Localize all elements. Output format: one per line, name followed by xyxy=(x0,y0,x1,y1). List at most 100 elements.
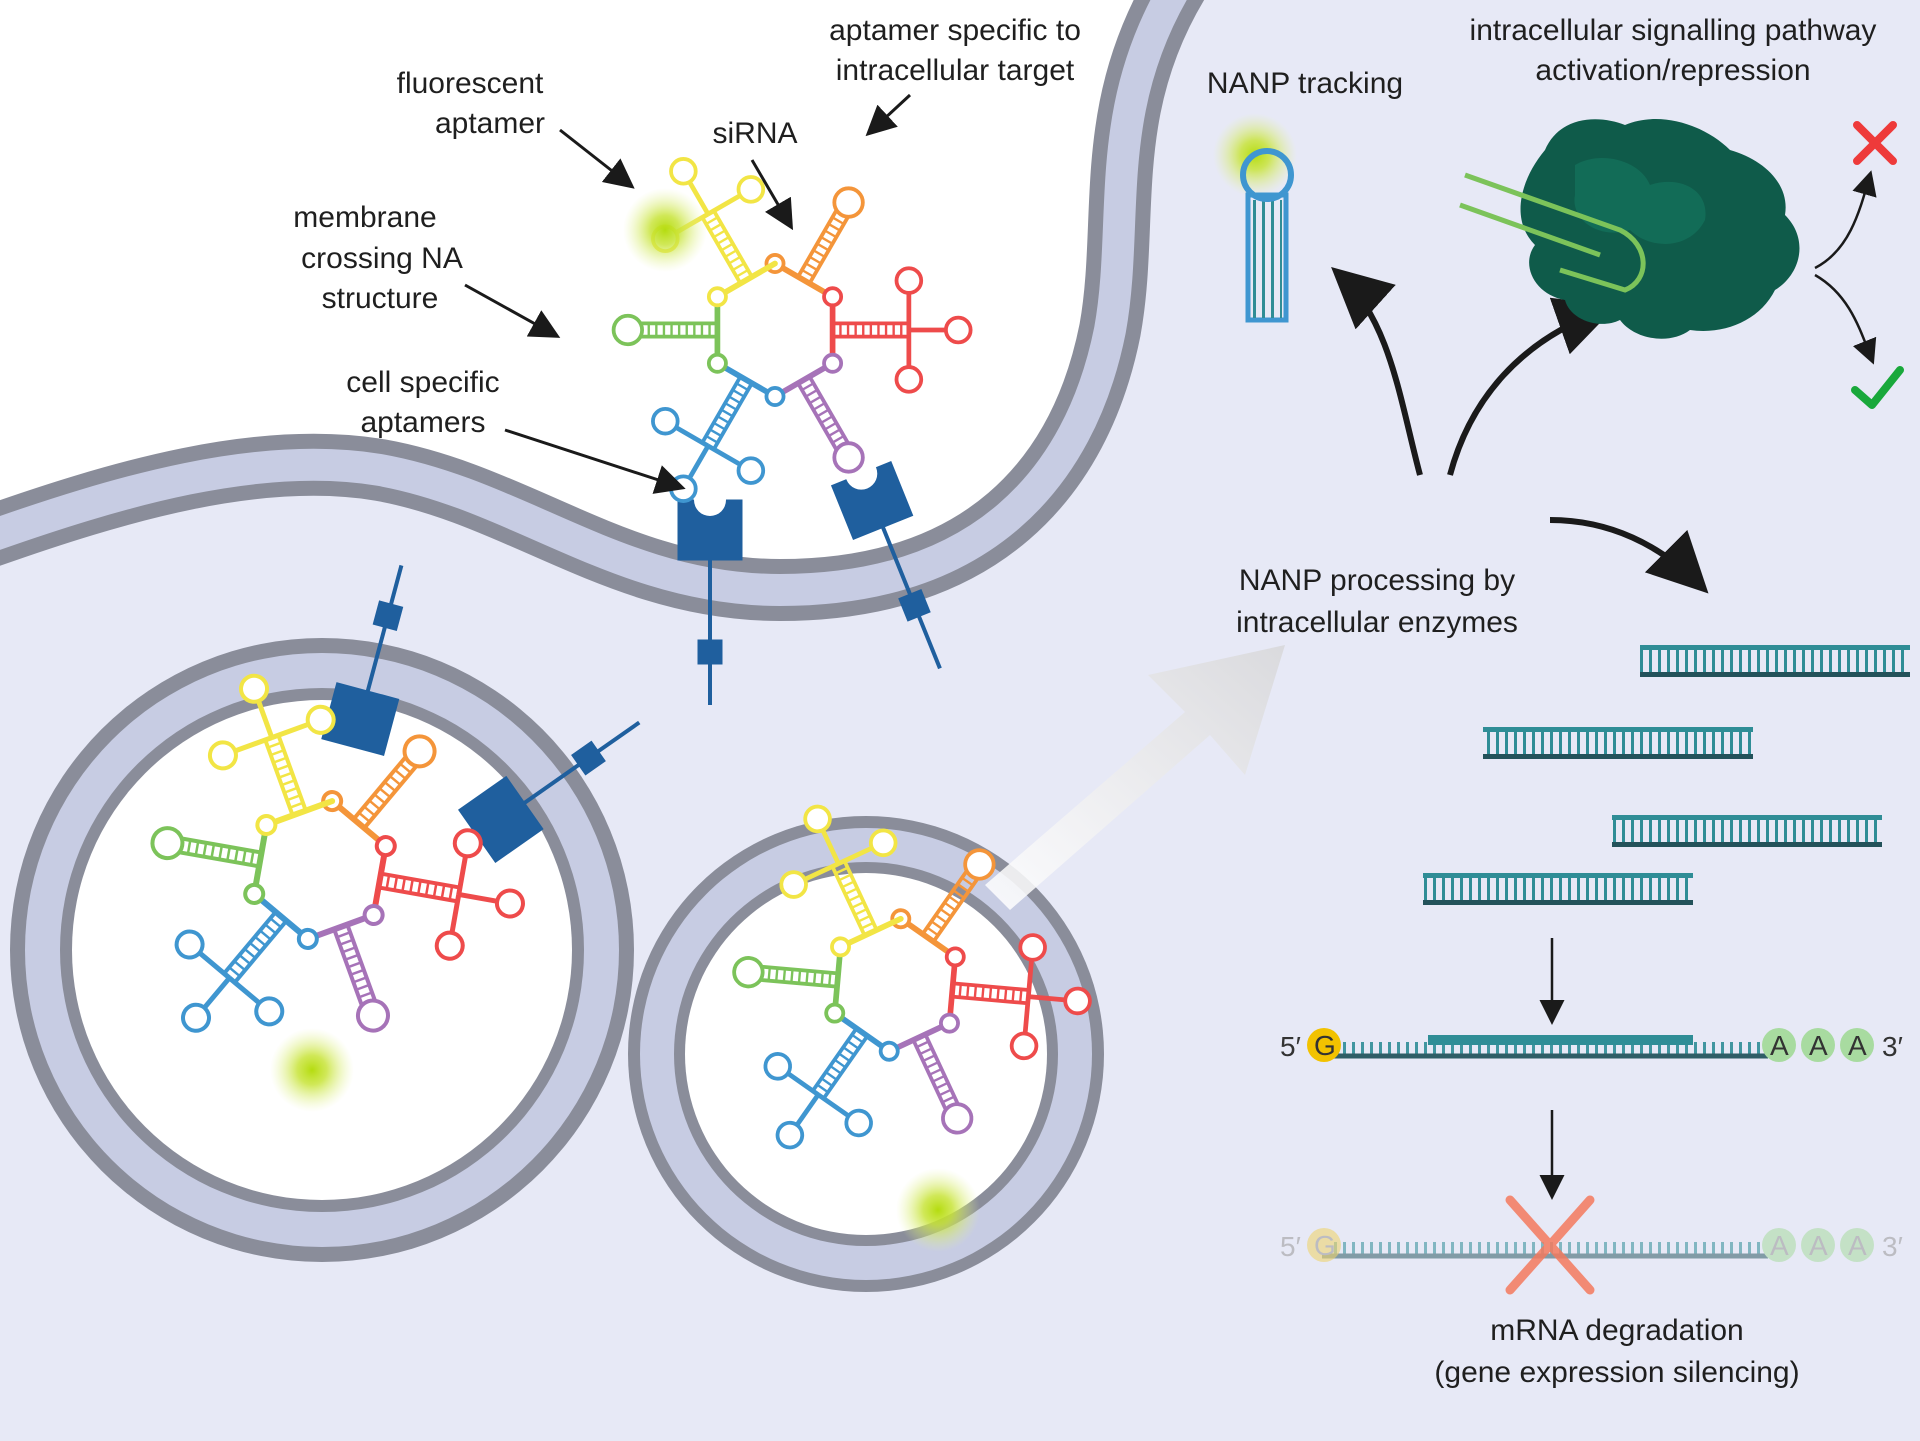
three-prime-label-faded: 3′ xyxy=(1882,1231,1903,1262)
glow-middle xyxy=(896,1168,980,1252)
label-fluorescent-2: aptamer xyxy=(435,107,545,140)
ring-segment xyxy=(263,798,336,829)
label-degradation-2: (gene expression silencing) xyxy=(1434,1356,1799,1389)
helix-arm xyxy=(732,956,839,989)
ring-junction xyxy=(243,882,266,905)
ring-junction xyxy=(822,352,844,374)
five-prime-label-faded: 5′ xyxy=(1280,1231,1301,1262)
three-prime-label: 3′ xyxy=(1882,1031,1903,1062)
helix-arm xyxy=(174,910,288,1033)
nanp-structure-middle xyxy=(732,804,1092,1150)
label-signalling-2: activation/repression xyxy=(1535,54,1810,87)
degradation-x-icon xyxy=(1505,1195,1595,1295)
ring-segment xyxy=(772,260,836,300)
helix-arm xyxy=(207,673,336,816)
ring-junction xyxy=(764,386,786,407)
ring-segment xyxy=(251,890,311,942)
ring-segment xyxy=(329,798,389,850)
tail-a-2-faded: A xyxy=(1809,1230,1828,1261)
helix-arm xyxy=(763,1027,873,1150)
helix-arm xyxy=(911,1033,974,1135)
ring-junction xyxy=(824,1002,846,1024)
label-aptamer-target-2: intracellular target xyxy=(836,54,1075,87)
ring-junction xyxy=(939,1012,960,1034)
ring-segment xyxy=(897,915,959,960)
ring-junction xyxy=(830,936,851,958)
label-cell-specific-1: cell specific xyxy=(346,366,499,399)
helix-arm xyxy=(611,313,718,347)
annotation-arrows xyxy=(464,93,1877,1200)
tail-a-1: A xyxy=(1770,1030,1789,1061)
ring-junction xyxy=(706,286,728,308)
label-membrane-2: crossing NA xyxy=(301,242,463,275)
processing-arrow xyxy=(985,645,1285,910)
mrna-degraded: G 5′ A A A 3′ xyxy=(1280,1228,1903,1262)
ring-junction xyxy=(878,1040,900,1062)
label-membrane-1: membrane xyxy=(293,201,436,234)
ring-segment xyxy=(304,911,377,942)
ring-junction xyxy=(296,927,319,950)
helix-arm xyxy=(796,186,865,285)
helix-arm xyxy=(796,375,865,474)
protein-aptamer-complex xyxy=(1459,119,1800,339)
label-processing-2: intracellular enzymes xyxy=(1236,606,1518,639)
ring-segment xyxy=(831,1010,893,1055)
nanp-structure-top xyxy=(611,157,973,503)
label-fluorescent-1: fluorescent xyxy=(397,67,544,100)
ring-segment xyxy=(772,360,836,400)
cap-label: G xyxy=(1314,1030,1336,1061)
label-signalling-1: intracellular signalling pathway xyxy=(1470,14,1877,47)
ring-segment xyxy=(714,260,778,300)
five-prime-label: 5′ xyxy=(1280,1031,1301,1062)
duplex-fragment xyxy=(1640,645,1910,677)
helix-arm xyxy=(951,933,1092,1061)
cap-circle xyxy=(1307,1028,1341,1062)
cap-label-faded: G xyxy=(1314,1230,1336,1261)
sirna-duplexes xyxy=(1423,645,1910,905)
ring-segment xyxy=(251,822,270,897)
duplex-fragment xyxy=(1423,873,1693,905)
label-nanp-tracking: NANP tracking xyxy=(1207,67,1403,100)
cell-membrane xyxy=(0,0,1205,622)
helix-arm xyxy=(378,828,525,961)
ring-junction xyxy=(944,946,966,968)
label-sirna: siRNA xyxy=(712,117,797,150)
ring-segment xyxy=(831,944,844,1016)
label-degradation-1: mRNA degradation xyxy=(1490,1314,1743,1347)
activation-check-icon xyxy=(1851,366,1904,409)
duplex-fragment xyxy=(1612,815,1882,847)
tail-a-1-faded: A xyxy=(1770,1230,1789,1261)
tail-a-3: A xyxy=(1848,1030,1867,1061)
label-processing-1: NANP processing by xyxy=(1239,564,1515,597)
glow-top xyxy=(623,188,707,272)
label-aptamer-target-1: aptamer specific to xyxy=(829,14,1081,47)
helix-arm xyxy=(651,375,766,503)
ring-junction xyxy=(706,352,728,374)
ring-segment xyxy=(714,360,778,400)
label-membrane-3: structure xyxy=(322,282,439,315)
ring-segment xyxy=(946,954,959,1026)
ring-junction xyxy=(255,814,278,837)
ring-segment xyxy=(886,1020,953,1055)
glow-left xyxy=(270,1028,354,1112)
helix-arm xyxy=(150,826,262,869)
ring-junction xyxy=(374,835,397,858)
helix-arm xyxy=(779,804,898,937)
helix-arm xyxy=(332,924,390,1033)
ring-junction xyxy=(362,903,385,926)
tracking-hairpin xyxy=(1240,148,1294,323)
tail-a-2: A xyxy=(1809,1030,1828,1061)
mrna-intact: G 5′ A A A 3′ xyxy=(1280,1028,1903,1062)
ring-segment xyxy=(837,915,904,950)
duplex-fragment xyxy=(1483,727,1753,759)
label-cell-specific-2: aptamers xyxy=(360,406,485,439)
tail-a-3-faded: A xyxy=(1848,1230,1867,1261)
helix-arm xyxy=(921,848,996,943)
helix-arm xyxy=(832,266,973,394)
nanp-structure-left xyxy=(150,673,525,1033)
ring-segment xyxy=(370,843,389,918)
ring-junction xyxy=(822,286,844,308)
repression-x-icon xyxy=(1853,121,1897,165)
